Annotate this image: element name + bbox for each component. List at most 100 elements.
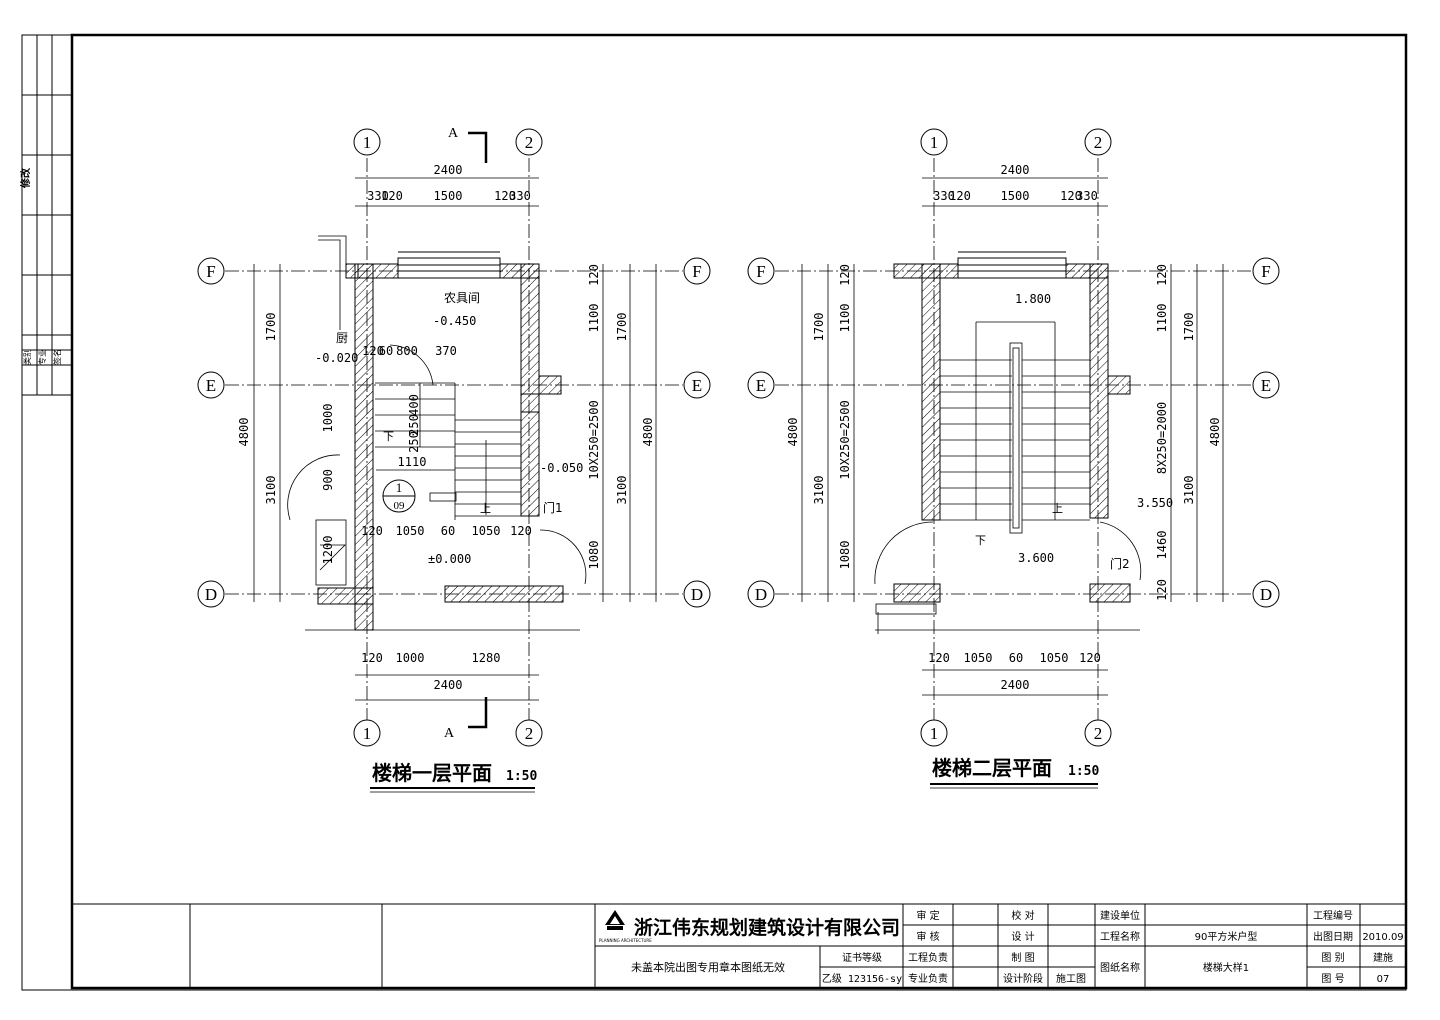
dim-text: 4800 [786, 418, 800, 447]
door-swing-plan-1c [287, 454, 341, 521]
left-strip-stack-2: 专业 [37, 349, 47, 365]
door-swing-plan-1a [389, 344, 434, 386]
dim-text: 250 [407, 414, 421, 436]
dim-text: 120 [361, 651, 383, 665]
axis-label: F [1261, 262, 1270, 281]
dim-text: 3100 [1182, 476, 1196, 505]
walls-plan-1 [317, 263, 564, 631]
dim-text: 120 [381, 189, 403, 203]
dim-text: 250 [407, 431, 421, 453]
stair-treads-plan-2 [940, 321, 1090, 534]
project-name: 90平方米户型 [1195, 930, 1258, 943]
notice-text: 未盖本院出图专用章本图纸无效 [631, 960, 785, 974]
level-mark: -0.020 [315, 351, 358, 365]
dim-text: 120 [1079, 651, 1101, 665]
axis-label: E [692, 376, 702, 395]
dim-text: 1200 [321, 536, 335, 565]
dim-text: 1700 [264, 313, 278, 342]
category-label: 图 别 [1321, 952, 1344, 964]
axis-bubble-F-right [683, 257, 711, 285]
dim-text: 800 [396, 344, 418, 358]
room-label-left: 厨 [336, 331, 348, 345]
axis-label: E [206, 376, 216, 395]
axis-label: D [205, 585, 217, 604]
dim-text: 10X250=2500 [587, 400, 601, 479]
dim-text: 1050 [396, 524, 425, 538]
role-label: 设计阶段 [1003, 972, 1043, 985]
dim-text: 1460 [1155, 531, 1169, 560]
door-swing-plan-1b [539, 529, 587, 585]
axis-label: F [756, 262, 765, 281]
project-no-label: 工程编号 [1313, 909, 1353, 922]
stage-value: 施工图 [1056, 972, 1086, 985]
role-label: 审 定 [916, 909, 939, 922]
axis-label: 2 [1094, 133, 1103, 152]
level-mark: 1.800 [1015, 292, 1051, 306]
dim-text: 1050 [1040, 651, 1069, 665]
dim-text: 120 [949, 189, 971, 203]
sheet-no-value: 07 [1377, 974, 1390, 985]
dim-text: 4800 [641, 418, 655, 447]
dim-text: 8X250=2000 [1155, 402, 1169, 474]
dim-text: 60 [379, 344, 393, 358]
axis-label: D [755, 585, 767, 604]
dim-text: 10X250=2500 [838, 400, 852, 479]
axis-bubble-1-bottom [353, 719, 381, 747]
dim-text: 120 [928, 651, 950, 665]
dim-text: 120 [587, 264, 601, 286]
down-mark: 下 [383, 430, 394, 443]
plan-title: 楼梯二层平面 [932, 756, 1052, 780]
dim-text: 120 [362, 344, 384, 358]
dim-text: 400 [407, 394, 421, 416]
axis-label: F [692, 262, 701, 281]
sheet-no-label: 图 号 [1321, 973, 1344, 985]
dim-text: 1700 [812, 313, 826, 342]
axis-label: F [206, 262, 215, 281]
level-mark: ±0.000 [428, 552, 471, 566]
dim-text: 1080 [838, 541, 852, 570]
detail-callout-top: 1 [396, 480, 403, 495]
dim-text: 1500 [1001, 189, 1030, 203]
axis-label: 2 [525, 133, 534, 152]
role-label: 工程负责 [908, 951, 948, 964]
dim-text: 2400 [1001, 163, 1030, 177]
company-logo-icon [605, 910, 625, 930]
axis-label: D [691, 585, 703, 604]
axis-label: E [1261, 376, 1271, 395]
dim-text: 2400 [434, 678, 463, 692]
stair-treads-plan-1 [375, 382, 521, 520]
dim-text: 120 [1155, 579, 1169, 601]
date-value: 2010.09 [1362, 932, 1403, 943]
outer-frame [21, 34, 1407, 991]
door-label: 门1 [543, 500, 563, 515]
detail-callout-bottom: 09 [394, 500, 406, 512]
axis-label: E [756, 376, 766, 395]
up-mark: 上 [1052, 502, 1063, 515]
axis-bubble-1-top [353, 128, 381, 156]
dim-text: 3100 [264, 476, 278, 505]
dim-text: 1700 [1182, 313, 1196, 342]
build-unit-label: 建设单位 [1100, 909, 1140, 922]
role-label: 审 核 [916, 930, 939, 943]
dim-text: 120 [494, 189, 516, 203]
down-mark: 下 [975, 534, 986, 547]
axis-bubble-D-left [197, 580, 225, 608]
axis-label: 1 [930, 133, 939, 152]
section-mark-top [468, 131, 488, 163]
door-label: 门2 [1110, 556, 1130, 571]
walls-plan-2 [893, 263, 1131, 603]
plan-scale: 1:50 [1068, 764, 1099, 779]
dim-text: 4800 [237, 418, 251, 447]
dim-text: 1700 [615, 313, 629, 342]
dim-text: 1000 [321, 404, 335, 433]
plan-1: 1 2 1 2 F E D F E D A A [197, 126, 711, 793]
dim-text: 120 [1155, 264, 1169, 286]
axis-label: 1 [930, 724, 939, 743]
dim-text: 120 [510, 524, 532, 538]
title-block [72, 903, 1406, 988]
cert-value: 乙级 123156-sy [822, 973, 902, 985]
axis-bubble-2-bottom [515, 719, 543, 747]
dim-text: 1050 [472, 524, 501, 538]
left-strip-stack-3: 签名 [52, 349, 62, 365]
dim-text: 1100 [587, 304, 601, 333]
